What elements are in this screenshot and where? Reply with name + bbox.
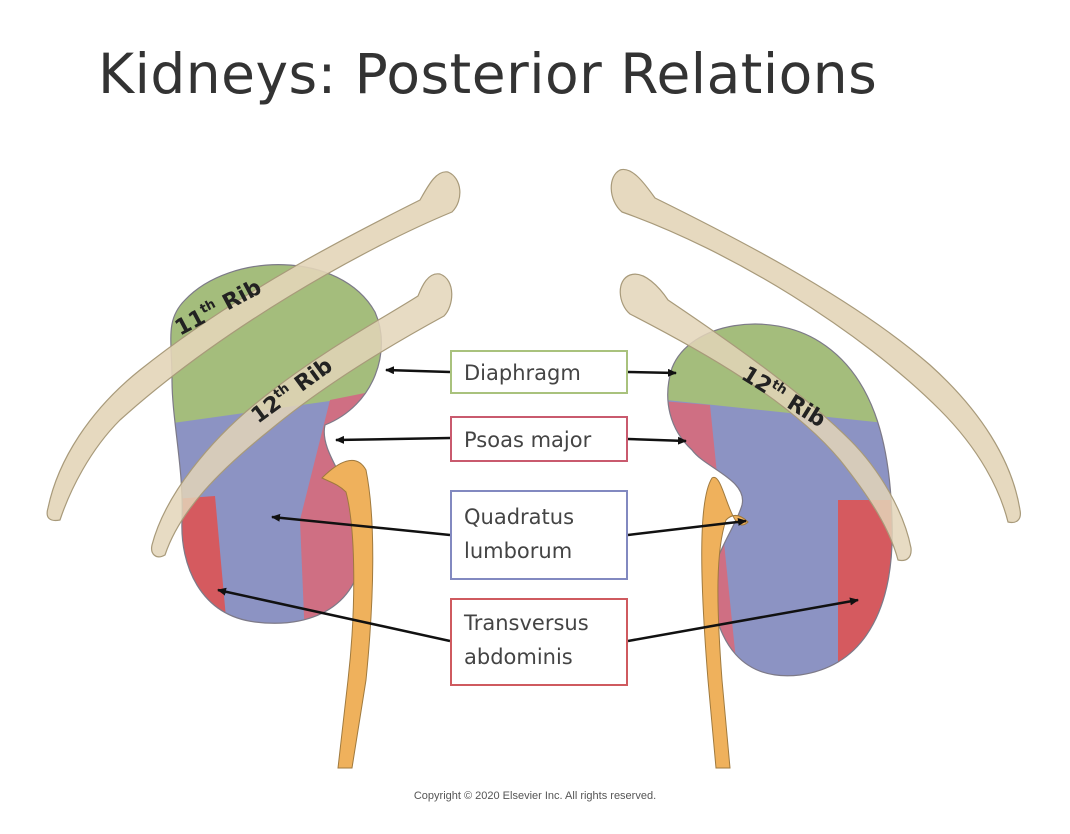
label-quadratus-lumborum: Quadratus lumborum <box>450 490 628 580</box>
arrow-psoas-right <box>627 436 687 445</box>
slide-title: Kidneys: Posterior Relations <box>98 42 878 106</box>
right-12th-rib <box>619 273 912 562</box>
left-ureter <box>321 459 374 769</box>
arrow-transversus-left <box>217 587 451 643</box>
arrow-quadratus-right <box>627 517 747 537</box>
arrow-diaphragm-left <box>385 366 451 375</box>
label-quadratus-line2: lumborum <box>464 539 573 563</box>
arrow-diaphragm-right <box>627 368 677 377</box>
label-transversus-line2: abdominis <box>464 645 573 669</box>
copyright-notice: Copyright © 2020 Elsevier Inc. All right… <box>413 790 657 802</box>
left-12th-rib <box>151 273 453 558</box>
right-ureter <box>701 477 749 769</box>
label-psoas-major-text: Psoas major <box>464 428 592 452</box>
label-diaphragm: Diaphragm <box>450 350 628 394</box>
right-diaphragm-region <box>667 324 893 426</box>
label-quadratus-line1: Quadratus <box>464 505 575 529</box>
label-diaphragm-text: Diaphragm <box>464 361 581 385</box>
right-11th-rib <box>610 168 1021 524</box>
arrow-transversus-right <box>627 597 859 643</box>
arrow-psoas-left <box>335 435 451 444</box>
label-transversus-line1: Transversus <box>464 611 589 635</box>
label-transversus-abdominis: Transversus abdominis <box>450 598 628 686</box>
label-psoas-major: Psoas major <box>450 416 628 462</box>
arrows <box>217 366 859 643</box>
arrow-quadratus-left <box>271 513 451 537</box>
left-11th-rib <box>46 171 461 522</box>
